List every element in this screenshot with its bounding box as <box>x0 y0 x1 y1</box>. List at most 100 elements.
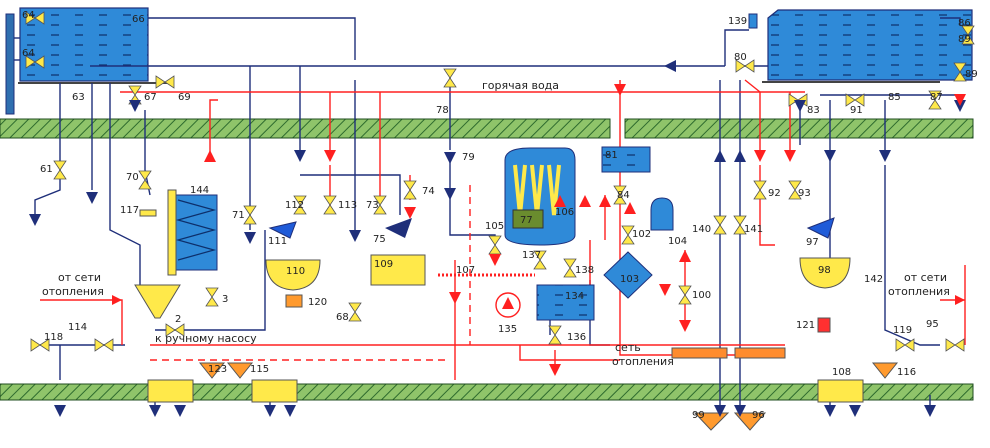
label-114: 114 <box>68 322 87 333</box>
heating-network-segment-1 <box>671 347 728 359</box>
upper-floor-slab-right <box>624 118 974 139</box>
label-105: 105 <box>485 221 504 232</box>
label-63: 63 <box>72 92 85 103</box>
arrow-60-bot <box>54 405 66 417</box>
gauge-97 <box>806 217 835 239</box>
label-91: 91 <box>850 105 863 116</box>
arrow-92 <box>86 192 98 204</box>
label-75: 75 <box>373 234 386 245</box>
valve-118b <box>94 338 114 352</box>
valve-119 <box>895 338 915 352</box>
arrow-720-bot <box>714 405 726 417</box>
heater-144 <box>174 194 218 271</box>
label-67: 67 <box>144 92 157 103</box>
unit-108 <box>817 379 864 403</box>
label-70: 70 <box>126 172 139 183</box>
valve-139-body <box>748 13 758 29</box>
label-83: 83 <box>807 105 820 116</box>
arrow-300 <box>294 150 306 162</box>
equipment <box>134 146 899 431</box>
label-95: 95 <box>926 319 939 330</box>
label-80: 80 <box>734 52 747 63</box>
arrow-450 <box>444 152 456 164</box>
valve-92 <box>753 180 767 200</box>
arrow-red-210 <box>204 150 216 162</box>
valve-68 <box>348 302 362 322</box>
valve-100 <box>678 285 692 305</box>
arrow-red-685 <box>679 250 691 262</box>
label-69: 69 <box>178 92 191 103</box>
arrow-red-605 <box>599 195 611 207</box>
label-135: 135 <box>498 324 517 335</box>
right-storage-tank <box>767 9 973 81</box>
from-heating-right-line2: отопления <box>888 285 950 298</box>
label-113: 113 <box>338 200 357 211</box>
valve-136 <box>548 325 562 345</box>
label-140: 140 <box>692 224 711 235</box>
hot-water-label: горячая вода <box>482 79 559 92</box>
label-115: 115 <box>250 364 269 375</box>
number-labels: 64 64 66 63 67 69 61 70 117 144 71 112 1… <box>22 10 978 421</box>
label-110: 110 <box>286 266 305 277</box>
arrow-red-330 <box>324 150 336 162</box>
label-73: 73 <box>366 200 379 211</box>
arrow-red-630 <box>624 202 636 214</box>
label-78: 78 <box>436 105 449 116</box>
label-61: 61 <box>40 164 53 175</box>
from-heating-left-line1: от сети <box>58 271 101 284</box>
label-89a: 89 <box>958 34 971 45</box>
label-86: 86 <box>958 18 971 29</box>
arrow-red-790 <box>784 150 796 162</box>
upper-floor-slab-left <box>0 118 611 139</box>
lower-floor-slab <box>0 383 974 401</box>
label-112: 112 <box>285 200 304 211</box>
label-106: 106 <box>555 207 574 218</box>
trap-117 <box>139 209 157 217</box>
label-64a: 64 <box>22 10 35 21</box>
unit-104 <box>650 197 674 231</box>
label-108: 108 <box>832 367 851 378</box>
trap-116 <box>871 362 899 379</box>
label-71: 71 <box>232 210 245 221</box>
label-64b: 64 <box>22 48 35 59</box>
arrow-800 <box>794 100 806 112</box>
label-107: 107 <box>456 265 475 276</box>
arrow-red-right <box>955 295 965 305</box>
arrow-red-620 <box>614 84 626 96</box>
label-137: 137 <box>522 250 541 261</box>
valve-74 <box>403 180 417 200</box>
tank-134 <box>536 284 595 321</box>
valve-61 <box>53 160 67 180</box>
label-134: 134 <box>565 291 584 302</box>
label-96: 96 <box>752 410 765 421</box>
arrow-250 <box>244 232 256 244</box>
arrow-885 <box>879 150 891 162</box>
arrow-740 <box>734 150 746 162</box>
label-104: 104 <box>668 236 687 247</box>
trap-123 <box>198 362 226 379</box>
trap-115 <box>226 362 254 379</box>
arrow-red-560 <box>554 195 566 207</box>
label-136: 136 <box>567 332 586 343</box>
arrow-355 <box>349 230 361 242</box>
label-123: 123 <box>208 364 227 375</box>
hopper <box>134 284 181 319</box>
label-97: 97 <box>806 237 819 248</box>
bowl-110 <box>265 259 321 291</box>
label-84: 84 <box>617 190 630 201</box>
arrow-855-bot <box>849 405 861 417</box>
label-120: 120 <box>308 297 327 308</box>
tank-81 <box>601 146 651 173</box>
arrow-450b <box>444 188 456 200</box>
label-141: 141 <box>744 224 763 235</box>
gauge-111 <box>268 221 297 239</box>
heating-network-segment-2 <box>734 347 786 359</box>
arrow-290-bot <box>284 405 296 417</box>
label-93: 93 <box>798 188 811 199</box>
valve-69 <box>155 75 175 89</box>
to-hand-pump-label: к ручному насосу <box>155 332 257 345</box>
arrow-left-blue-1 <box>29 214 41 226</box>
label-99: 99 <box>692 410 705 421</box>
label-109: 109 <box>374 259 393 270</box>
filter-103 <box>603 251 653 299</box>
